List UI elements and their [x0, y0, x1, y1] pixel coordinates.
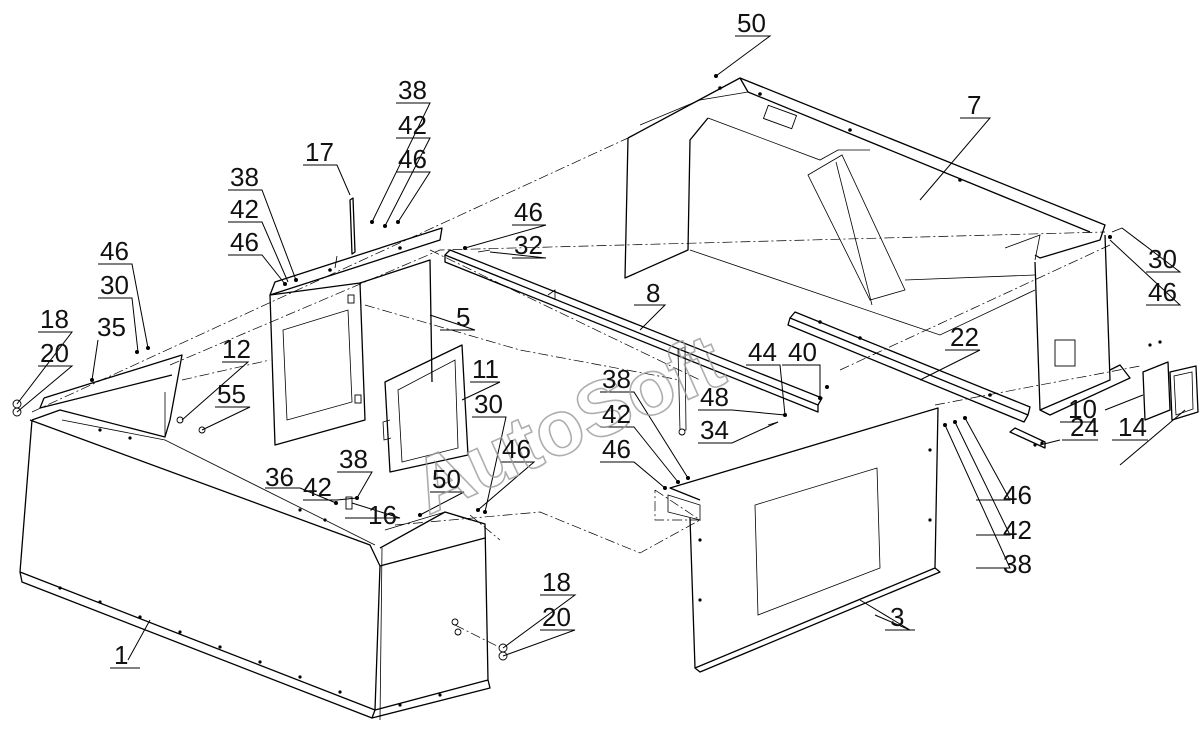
callout-label: 42: [398, 110, 427, 140]
callout-labels: 50 38 42 46 17 38 42 46 46 32 7 30 46 46…: [40, 8, 1177, 670]
callout-label: 55: [217, 379, 246, 409]
callout-label: 46: [230, 227, 259, 257]
callout-label: 48: [700, 382, 729, 412]
callout-label: 18: [542, 567, 571, 597]
callout-label: 46: [502, 434, 531, 464]
callout-label: 38: [339, 444, 368, 474]
callout-label: 46: [514, 197, 543, 227]
callout-label: 46: [1003, 480, 1032, 510]
callout-label: 42: [602, 399, 631, 429]
part-10-cover: [1142, 361, 1171, 421]
callout-label: 20: [542, 602, 571, 632]
callout-label: 7: [967, 90, 981, 120]
part-22-support-bar: [787, 311, 1031, 423]
callout-label: 17: [305, 137, 334, 167]
part-5-frame-panel: [269, 227, 443, 446]
callout-label: 38: [1003, 549, 1032, 579]
part-3-side-panel: [667, 407, 941, 673]
callout-label: 50: [432, 464, 461, 494]
callout-label: 14: [1118, 412, 1147, 442]
callout-label: 46: [398, 144, 427, 174]
watermark-text: AutoSoft: [399, 316, 736, 530]
callout-label: 30: [1148, 244, 1177, 274]
callout-label: 46: [1148, 277, 1177, 307]
callout-label: 46: [100, 236, 129, 266]
callout-label: 12: [222, 334, 251, 364]
callout-label: 38: [398, 75, 427, 105]
callout-label: 44: [748, 337, 777, 367]
callout-label: 34: [700, 415, 729, 445]
callout-label: 5: [456, 302, 470, 332]
callout-label: 46: [602, 434, 631, 464]
callout-label: 50: [737, 8, 766, 38]
part-1-front-housing: [19, 354, 491, 721]
callout-underlines: [110, 35, 1148, 669]
callout-label: 1: [114, 640, 128, 670]
part-7-rear-cabin: [624, 77, 1131, 416]
callout-label: 11: [472, 354, 499, 384]
part-24-bracket: [1009, 427, 1046, 449]
callout-label: 38: [602, 364, 631, 394]
part-11-door: [382, 344, 469, 473]
callout-label: 10: [1068, 394, 1097, 424]
callout-label: 8: [646, 278, 660, 308]
part-14-gasket: [1169, 365, 1199, 421]
callout-label: 32: [514, 230, 543, 260]
callout-label: 24: [1070, 412, 1099, 442]
callout-label: 30: [100, 270, 129, 300]
callout-label: 3: [890, 602, 904, 632]
callout-label: 18: [40, 304, 69, 334]
callout-label: 42: [230, 194, 259, 224]
callout-label: 42: [303, 472, 332, 502]
callout-label: 16: [368, 500, 397, 530]
callout-label: 42: [1003, 515, 1032, 545]
callout-label: 20: [40, 338, 69, 368]
callout-label: 36: [265, 462, 294, 492]
callout-label: 40: [788, 337, 817, 367]
callout-label: 38: [230, 162, 259, 192]
callout-label: 30: [474, 389, 503, 419]
part-17-rod: [349, 197, 356, 255]
callout-label: 35: [97, 312, 126, 342]
callout-label: 22: [950, 322, 979, 352]
